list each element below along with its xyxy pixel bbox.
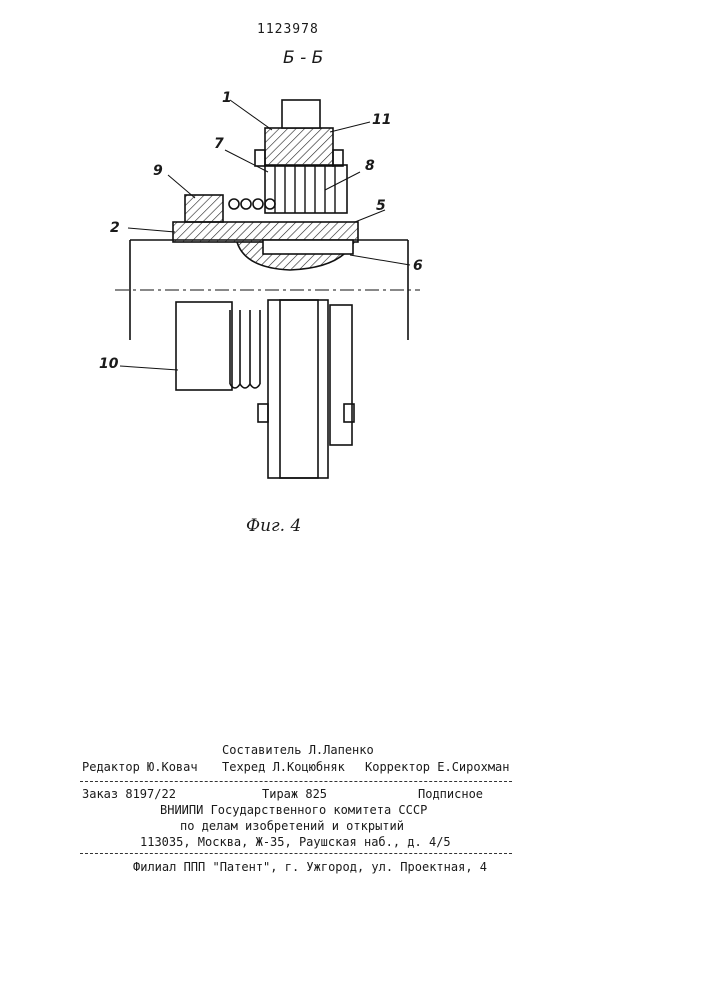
subscription: Подписное [418,787,483,801]
part-1 [265,128,333,166]
spring-top [229,199,275,209]
institute: ВНИИПИ Государственного комитета СССР [160,803,427,817]
editor: Редактор Ю.Ковач [82,760,198,774]
figure-caption: Фиг. 4 [246,516,301,536]
lower-flange [330,305,352,445]
tech-editor: Техред Л.Коцюбняк [222,760,345,774]
spring-bottom [230,310,260,388]
part-10 [176,302,232,390]
rule-top [80,781,512,782]
rule-bottom [80,853,512,854]
corrector: Корректор Е.Сирохман [365,760,510,774]
part-9 [185,195,223,222]
affairs: по делам изобретений и открытий [180,819,404,833]
technical-drawing [0,0,707,560]
lower-bolt-left [258,404,268,422]
callout-5: 5 [376,198,386,214]
callout-2: 2 [110,220,120,236]
callout-11: 11 [372,112,391,128]
circulation: Тираж 825 [262,787,327,801]
bolt-right [333,150,343,166]
callout-10: 10 [99,356,118,372]
callout-8: 8 [365,158,375,174]
callout-7: 7 [214,136,224,152]
callout-1: 1 [222,90,232,106]
order: Заказ 8197/22 [82,787,176,801]
address: 113035, Москва, Ж-35, Раушская наб., д. … [140,835,451,849]
callout-6: 6 [413,258,423,274]
bolt-left [255,150,265,166]
lower-disc-rim [280,300,318,478]
callout-9: 9 [153,163,163,179]
branch: Филиал ППП "Патент", г. Ужгород, ул. Про… [133,860,487,874]
lower-disc [268,300,328,478]
key [263,240,353,254]
top-cap [282,100,320,128]
composer: Составитель Л.Лапенко [222,743,374,757]
hub [173,222,358,242]
